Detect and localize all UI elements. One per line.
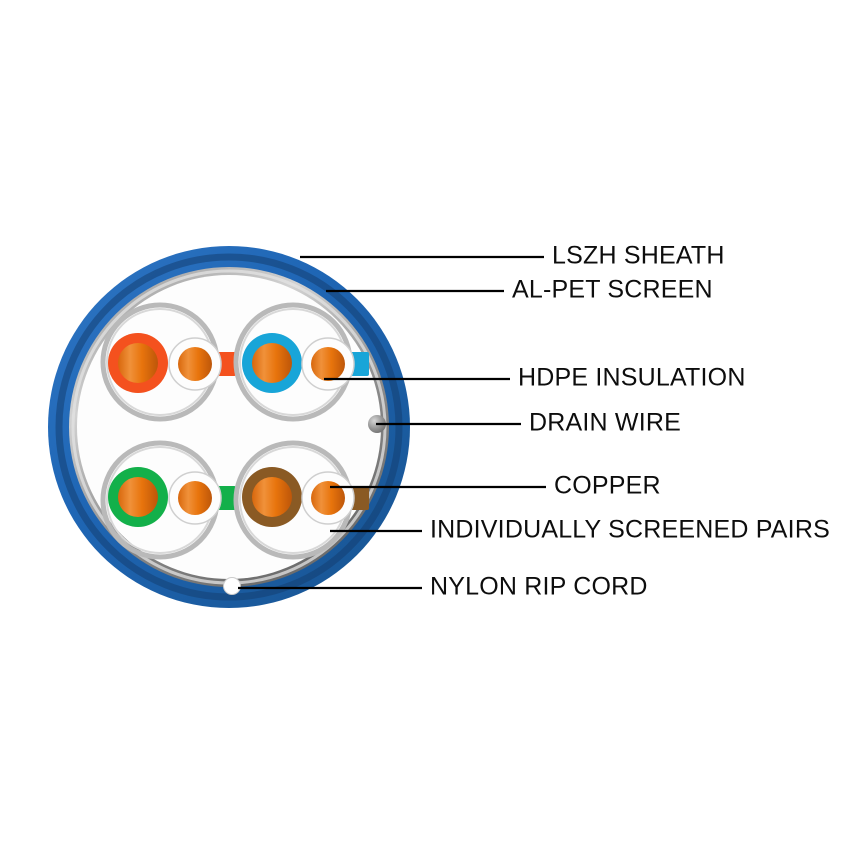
- callout-label-copper: COPPER: [554, 472, 661, 500]
- wire-copper-blue-striped: [311, 347, 345, 381]
- cable-body: [48, 246, 410, 608]
- wire-copper-brown-striped: [311, 481, 345, 515]
- callout-leader-lines: [238, 255, 546, 590]
- wire-copper-orange-solid: [118, 343, 158, 383]
- sheath-inner-shadow: [55, 253, 403, 601]
- callout-label-nylon-rip-cord: NYLON RIP CORD: [430, 573, 648, 601]
- callout-label-al-pet-screen: AL-PET SCREEN: [512, 276, 713, 304]
- callout-labels: LSZH SHEATH AL-PET SCREEN HDPE INSULATIO…: [430, 242, 830, 601]
- wire-copper-green-striped: [178, 481, 212, 515]
- callout-label-lszh-sheath: LSZH SHEATH: [552, 242, 725, 270]
- wire-copper-green-solid: [118, 477, 158, 517]
- wire-copper-blue-solid: [252, 343, 292, 383]
- wire-copper-orange-striped: [178, 347, 212, 381]
- nylon-rip-cord: [223, 577, 241, 595]
- callout-label-hdpe-insulation: HDPE INSULATION: [518, 364, 746, 392]
- screened-pair-blue: [233, 302, 369, 422]
- wire-copper-brown-solid: [252, 477, 292, 517]
- screened-pair-brown: [233, 440, 369, 560]
- callout-label-individually-screened-pairs: INDIVIDUALLY SCREENED PAIRS: [430, 516, 830, 544]
- callout-label-drain-wire: DRAIN WIRE: [529, 409, 681, 437]
- screened-pair-green: [100, 440, 236, 560]
- screened-pair-orange: [100, 302, 236, 422]
